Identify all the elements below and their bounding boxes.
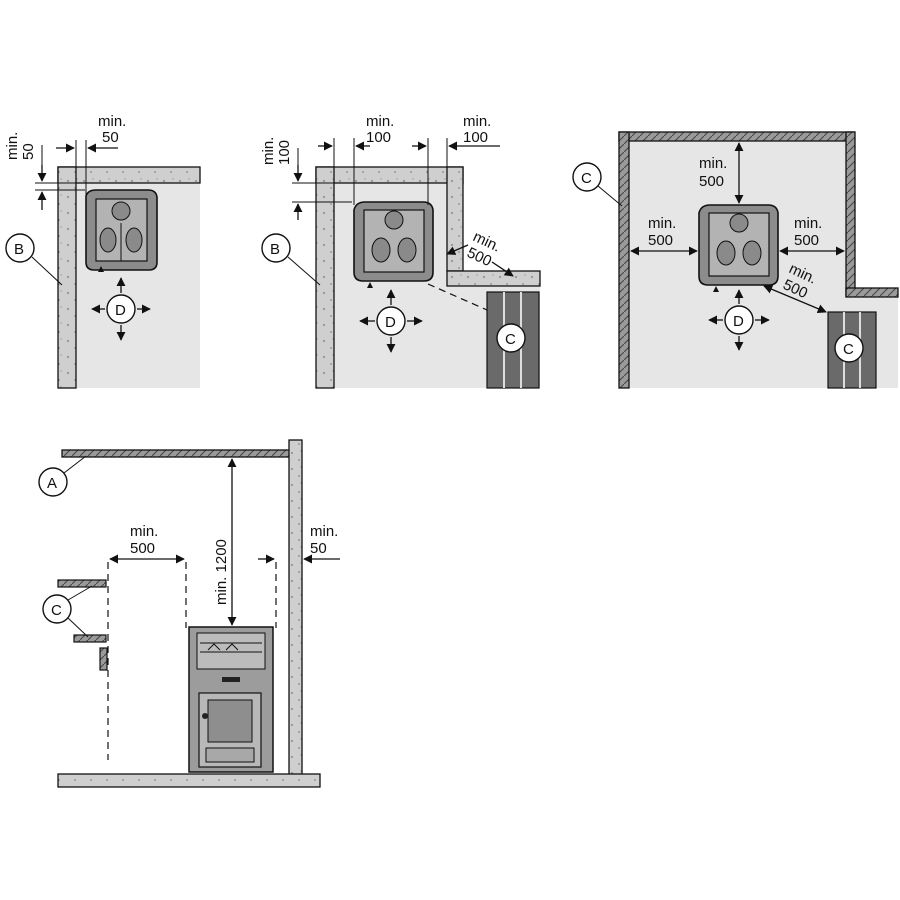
diagram-corner-100: C min. 100 min. 100 min. 100 xyxy=(260,113,541,389)
dim-min-label: min. xyxy=(260,137,277,165)
dim-value: 500 xyxy=(794,232,819,249)
side-wall xyxy=(315,166,335,389)
heater-top-view xyxy=(698,204,779,292)
dim-min-label: min. xyxy=(4,132,21,160)
callout-c xyxy=(834,333,864,363)
dim-1200-label: min. 1200 xyxy=(213,539,230,605)
back-wall xyxy=(315,166,464,184)
ceiling xyxy=(61,449,291,458)
bench-shelf-upper xyxy=(57,579,107,588)
diagram-room-500: C min. 500 min. 500 min. 500 min. 500 C xyxy=(572,131,899,389)
callout-b xyxy=(5,233,35,263)
dim-min-label: min. xyxy=(648,215,676,232)
heater-front-view xyxy=(188,626,274,773)
back-wall xyxy=(57,166,201,184)
dim-min-label: min. xyxy=(699,155,727,172)
callout-b xyxy=(261,233,291,263)
callout-c-label: C xyxy=(581,170,592,187)
callout-a xyxy=(38,467,68,497)
right-wall xyxy=(845,131,856,297)
dim-value: 100 xyxy=(366,129,391,146)
callout-a-label: A xyxy=(47,475,57,492)
callout-c xyxy=(496,323,526,353)
dim-min-label: min. xyxy=(98,113,126,130)
dim-min-label: min. xyxy=(310,523,338,540)
dim-min-label: min. xyxy=(794,215,822,232)
diagram-side-view: C A min. 500 min. 50 xyxy=(38,439,340,788)
side-wall xyxy=(57,166,77,389)
top-wall xyxy=(618,131,855,142)
callout-b-label: B xyxy=(270,241,280,258)
left-wall xyxy=(618,131,630,389)
bench-support xyxy=(99,647,108,671)
callout-c-label: C xyxy=(505,331,516,348)
dim-value: 100 xyxy=(276,140,293,165)
callout-c-label: C xyxy=(51,602,62,619)
dim-value: 500 xyxy=(130,540,155,557)
bench-shelf-lower xyxy=(73,634,107,643)
callout-c xyxy=(42,594,72,624)
dim-min-label: min. xyxy=(366,113,394,130)
inner-wall xyxy=(446,166,464,272)
floor xyxy=(57,773,321,788)
right-wall-return xyxy=(845,287,899,298)
svg-text:D: D xyxy=(115,302,126,319)
direction-d-symbol: D xyxy=(91,277,151,341)
dim-min-label: min. xyxy=(130,523,158,540)
dim-min-label: min. xyxy=(463,113,491,130)
dim-value: 100 xyxy=(463,129,488,146)
heater-top-view xyxy=(85,189,158,272)
callout-b-label: B xyxy=(14,241,24,258)
dim-value: 500 xyxy=(699,173,724,190)
dim-value: 50 xyxy=(310,540,327,557)
dim-value: 50 xyxy=(20,143,37,160)
inner-wall-return xyxy=(446,270,541,287)
svg-text:D: D xyxy=(733,313,744,330)
callout-c-wall xyxy=(572,162,602,192)
dim-value: 500 xyxy=(648,232,673,249)
svg-text:D: D xyxy=(385,314,396,331)
diagram-corner-50: min. 50 min. 50 B D xyxy=(4,113,201,389)
right-wall xyxy=(288,439,303,777)
direction-d-symbol: D xyxy=(708,289,770,351)
dim-value: 50 xyxy=(102,129,119,146)
callout-c-label: C xyxy=(843,341,854,358)
heater-top-view xyxy=(353,201,434,288)
direction-d-symbol: D xyxy=(359,289,423,353)
